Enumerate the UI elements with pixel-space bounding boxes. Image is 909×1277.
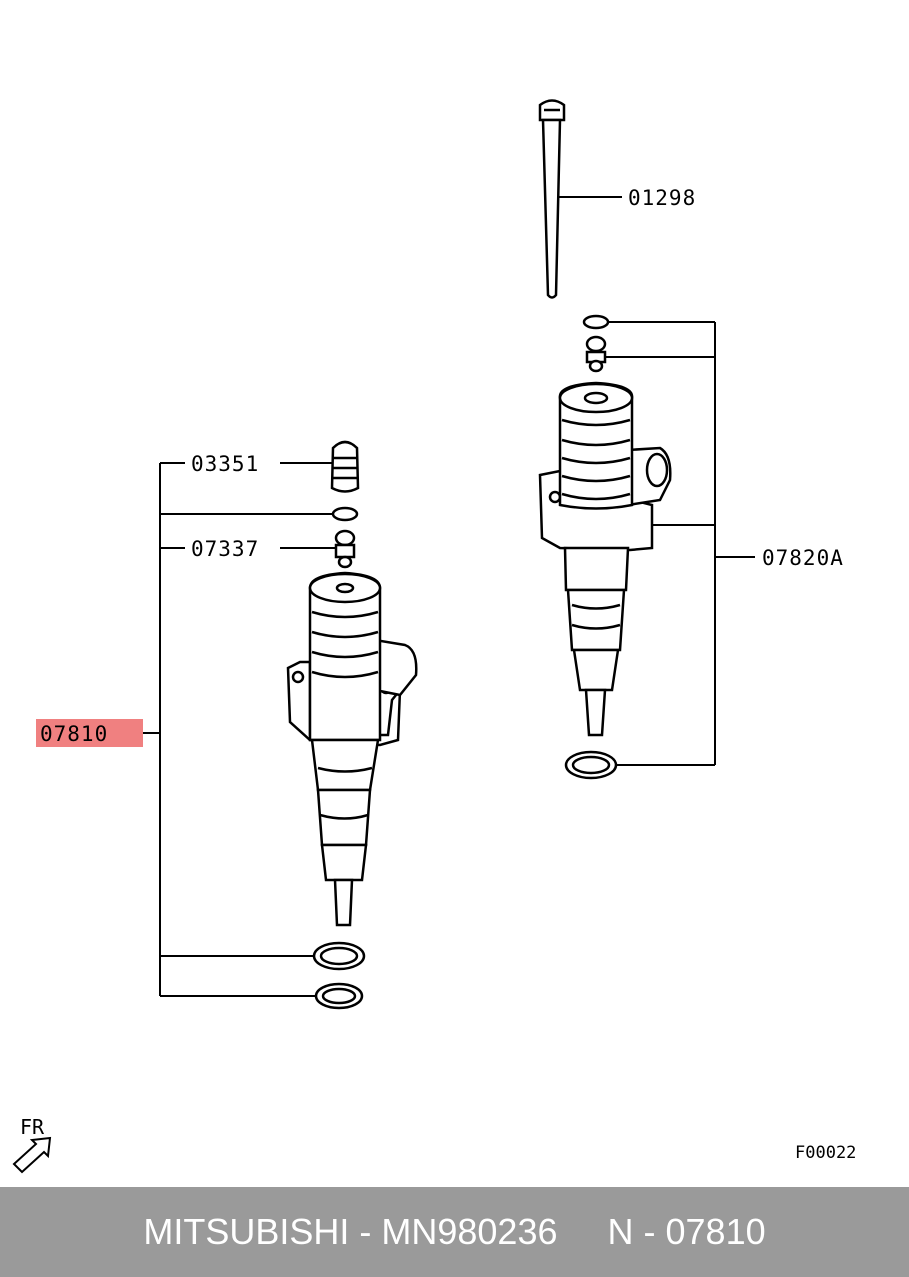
callout-07810[interactable]: 07810: [40, 722, 108, 746]
footer-separator-1: -: [349, 1211, 382, 1252]
callout-07820A: 07820A: [762, 546, 844, 570]
footer-ref-prefix: N: [607, 1211, 634, 1252]
callout-07337: 07337: [191, 537, 259, 561]
parts-diagram: 01298: [12, 99, 856, 1174]
front-arrow-icon: [12, 1136, 52, 1174]
callout-03351: 03351: [191, 452, 259, 476]
left-injector-body: [286, 571, 418, 927]
footer-part-number: MN980236: [381, 1211, 558, 1252]
fr-label: FR: [20, 1115, 45, 1139]
footer-bar: MITSUBISHI - MN980236 N - 07810: [0, 1187, 909, 1277]
footer-gap: [558, 1211, 608, 1253]
footer-ref-number: 07810: [665, 1211, 766, 1252]
right-injector-seals: [582, 314, 610, 373]
bracket-07820A: [605, 321, 755, 766]
bolt-part: [538, 99, 566, 299]
footer-brand: MITSUBISHI: [143, 1211, 350, 1252]
right-injector-body: [538, 381, 672, 737]
bracket-07810: [143, 462, 336, 997]
left-valve-part: [330, 440, 360, 569]
left-injector-orings: [312, 941, 366, 1010]
footer-separator-2: -: [633, 1211, 666, 1252]
callout-01298: 01298: [628, 186, 696, 210]
right-injector-oring: [564, 750, 618, 780]
callout-07810-highlight: [36, 719, 143, 747]
figure-code: F00022: [795, 1143, 856, 1163]
